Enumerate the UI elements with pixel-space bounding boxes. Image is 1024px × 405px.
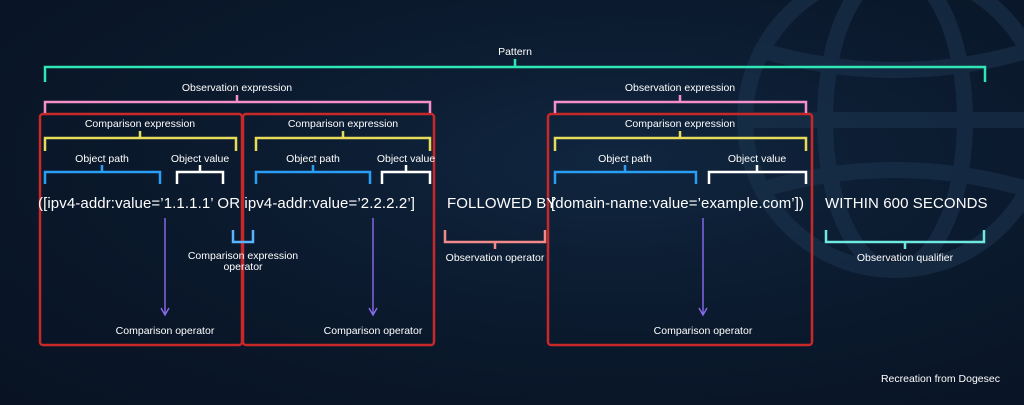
object-value-bracket-1 (175, 165, 225, 184)
object-path-bracket-3 (553, 165, 698, 184)
object-path-bracket-2 (254, 165, 372, 184)
comparison-expression-bracket-1 (43, 131, 238, 151)
globe-watermark-icon (737, 0, 1024, 278)
comparison-operator-label-3: Comparison operator (653, 325, 753, 337)
comparison-expression-label-1: Comparison expression (84, 118, 196, 130)
object-path-label-2: Object path (286, 153, 340, 165)
comparison-expression-operator-label: Comparison expression operator (188, 251, 298, 273)
observation-operator-label: Observation operator (445, 252, 545, 264)
pattern-bracket (43, 59, 987, 82)
observation-operator-bracket (443, 230, 547, 249)
comparison-operator-label-1: Comparison operator (115, 325, 215, 337)
comparison-operator-arrow-3 (698, 218, 708, 317)
object-path-bracket-1 (43, 165, 162, 184)
comparison-operator-arrow-2 (368, 218, 378, 317)
comparison-expression-bracket-2 (254, 131, 432, 151)
object-value-bracket-3 (707, 165, 808, 184)
comparison-box-2 (241, 112, 436, 347)
comparison-expression-bracket-3 (553, 131, 808, 151)
comparison-expression-label-2: Comparison expression (287, 118, 399, 130)
comparison-operator-label-2: Comparison operator (323, 325, 423, 337)
observation-qualifier-label: Observation qualifier (856, 252, 954, 264)
expression-part-1: ([ipv4-addr:value=’1.1.1.1’ OR ipv4-addr… (38, 195, 416, 212)
observation-qualifier-bracket (824, 230, 986, 249)
comparison-operator-arrow-1 (160, 218, 170, 317)
observation-expression-label-2: Observation expression (624, 82, 736, 94)
object-path-label-3: Object path (598, 153, 652, 165)
object-value-label-3: Object value (727, 153, 787, 165)
pattern-label: Pattern (498, 46, 532, 58)
comparison-expression-operator-label-line1: Comparison expression (187, 250, 299, 262)
comparison-expression-label-3: Comparison expression (624, 118, 736, 130)
observation-expression-label-1: Observation expression (181, 82, 293, 94)
object-value-label-2: Object value (376, 153, 436, 165)
comparison-box-1 (38, 112, 244, 347)
expression-part-3: [domain-name:value=’example.com’]) (551, 195, 805, 212)
observation-expression-bracket-2 (553, 95, 808, 113)
object-path-label-1: Object path (75, 153, 129, 165)
comparison-expression-operator-bracket (231, 230, 255, 244)
comparison-expression-operator-label-line2: operator (223, 261, 263, 273)
object-value-bracket-2 (380, 165, 432, 184)
expression-part-4: WITHIN 600 SECONDS (825, 195, 988, 212)
object-value-label-1: Object value (170, 153, 230, 165)
comparison-box-3 (546, 112, 814, 347)
expression-part-2: FOLLOWED BY (447, 195, 557, 212)
observation-expression-bracket-1 (43, 95, 432, 113)
credit-text: Recreation from Dogesec (880, 373, 1000, 385)
